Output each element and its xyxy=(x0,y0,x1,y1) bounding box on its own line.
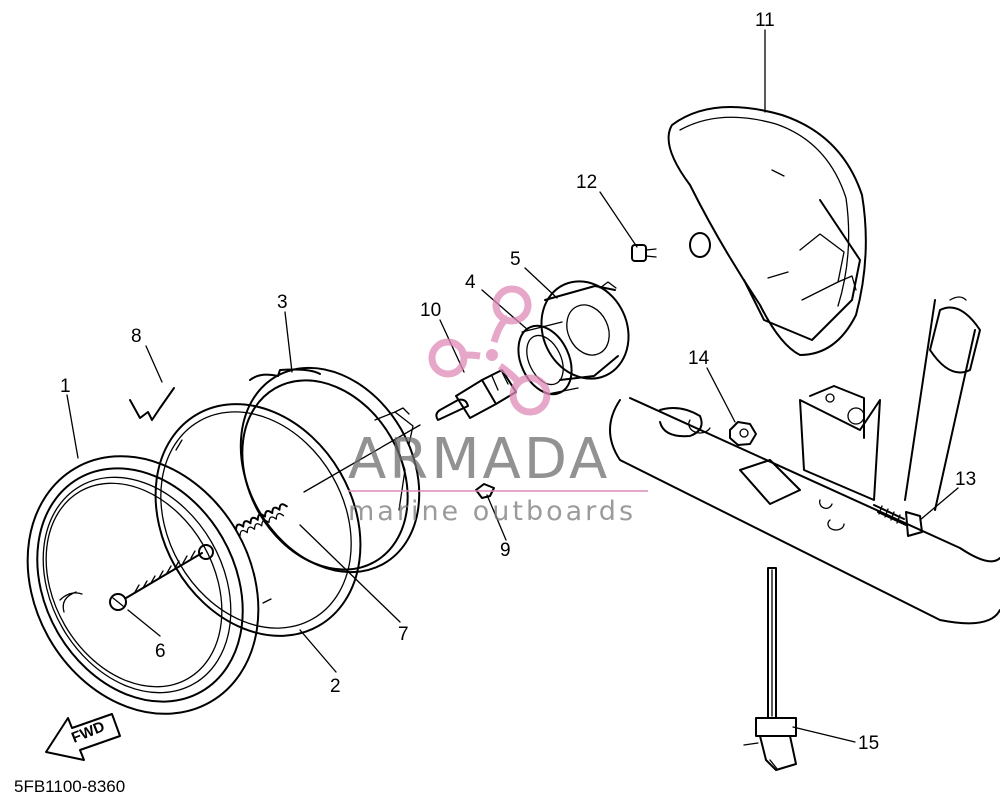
callout-numbers: 1 2 3 4 5 6 7 8 9 10 11 12 13 14 15 xyxy=(60,10,976,754)
leader-3 xyxy=(284,311,293,373)
leader-7 xyxy=(299,524,401,623)
part-11-headlight-housing xyxy=(667,106,867,356)
leader-6 xyxy=(127,609,161,637)
leader-12 xyxy=(599,191,638,248)
part-4-socket-ring xyxy=(517,321,579,396)
part-3-light-unit xyxy=(239,366,421,574)
watermark-logo-icon xyxy=(428,285,551,416)
leader-4 xyxy=(481,289,529,331)
frame-bracket xyxy=(609,296,1000,625)
callout-8: 8 xyxy=(131,326,142,347)
part-7-spring xyxy=(235,424,421,537)
part-5-bulb-cover xyxy=(540,280,630,381)
callout-2: 2 xyxy=(330,676,341,697)
part-14-nut xyxy=(729,421,757,446)
leader-14 xyxy=(706,367,736,423)
fwd-direction-arrow: FWD xyxy=(45,713,121,761)
callout-15: 15 xyxy=(858,733,879,754)
callout-5: 5 xyxy=(510,249,521,270)
part-15-cable-tie xyxy=(743,567,797,771)
leader-13 xyxy=(919,487,959,521)
callout-3: 3 xyxy=(277,292,288,313)
part-10-bulb xyxy=(435,369,517,421)
part-13-bolt xyxy=(873,504,923,537)
leader-5 xyxy=(524,267,558,299)
leader-15 xyxy=(792,726,856,743)
callout-11: 11 xyxy=(755,10,775,31)
watermark-subtitle: marine outboards xyxy=(348,496,636,527)
part-12-bolt xyxy=(631,244,657,262)
leader-9 xyxy=(486,494,507,541)
watermark: ARMADA marine outboards xyxy=(348,285,648,527)
leader-lines xyxy=(66,29,959,743)
part-1-headlight-rim xyxy=(26,455,260,715)
part-6-adjusting-screw xyxy=(109,544,214,611)
watermark-title: ARMADA xyxy=(348,427,610,492)
callout-4: 4 xyxy=(465,272,476,293)
callout-7: 7 xyxy=(398,624,409,645)
callout-10: 10 xyxy=(420,300,441,321)
part-8-wire-clip xyxy=(129,387,175,421)
leader-2 xyxy=(299,629,337,673)
callout-6: 6 xyxy=(155,641,166,662)
part-code: 5FB1100-8360 xyxy=(14,777,125,796)
callout-12: 12 xyxy=(576,172,597,193)
callout-14: 14 xyxy=(688,348,710,369)
callout-13: 13 xyxy=(955,469,976,490)
callout-1: 1 xyxy=(60,376,71,397)
leader-8 xyxy=(145,345,163,383)
leader-1 xyxy=(66,394,79,459)
callout-9: 9 xyxy=(500,540,511,561)
